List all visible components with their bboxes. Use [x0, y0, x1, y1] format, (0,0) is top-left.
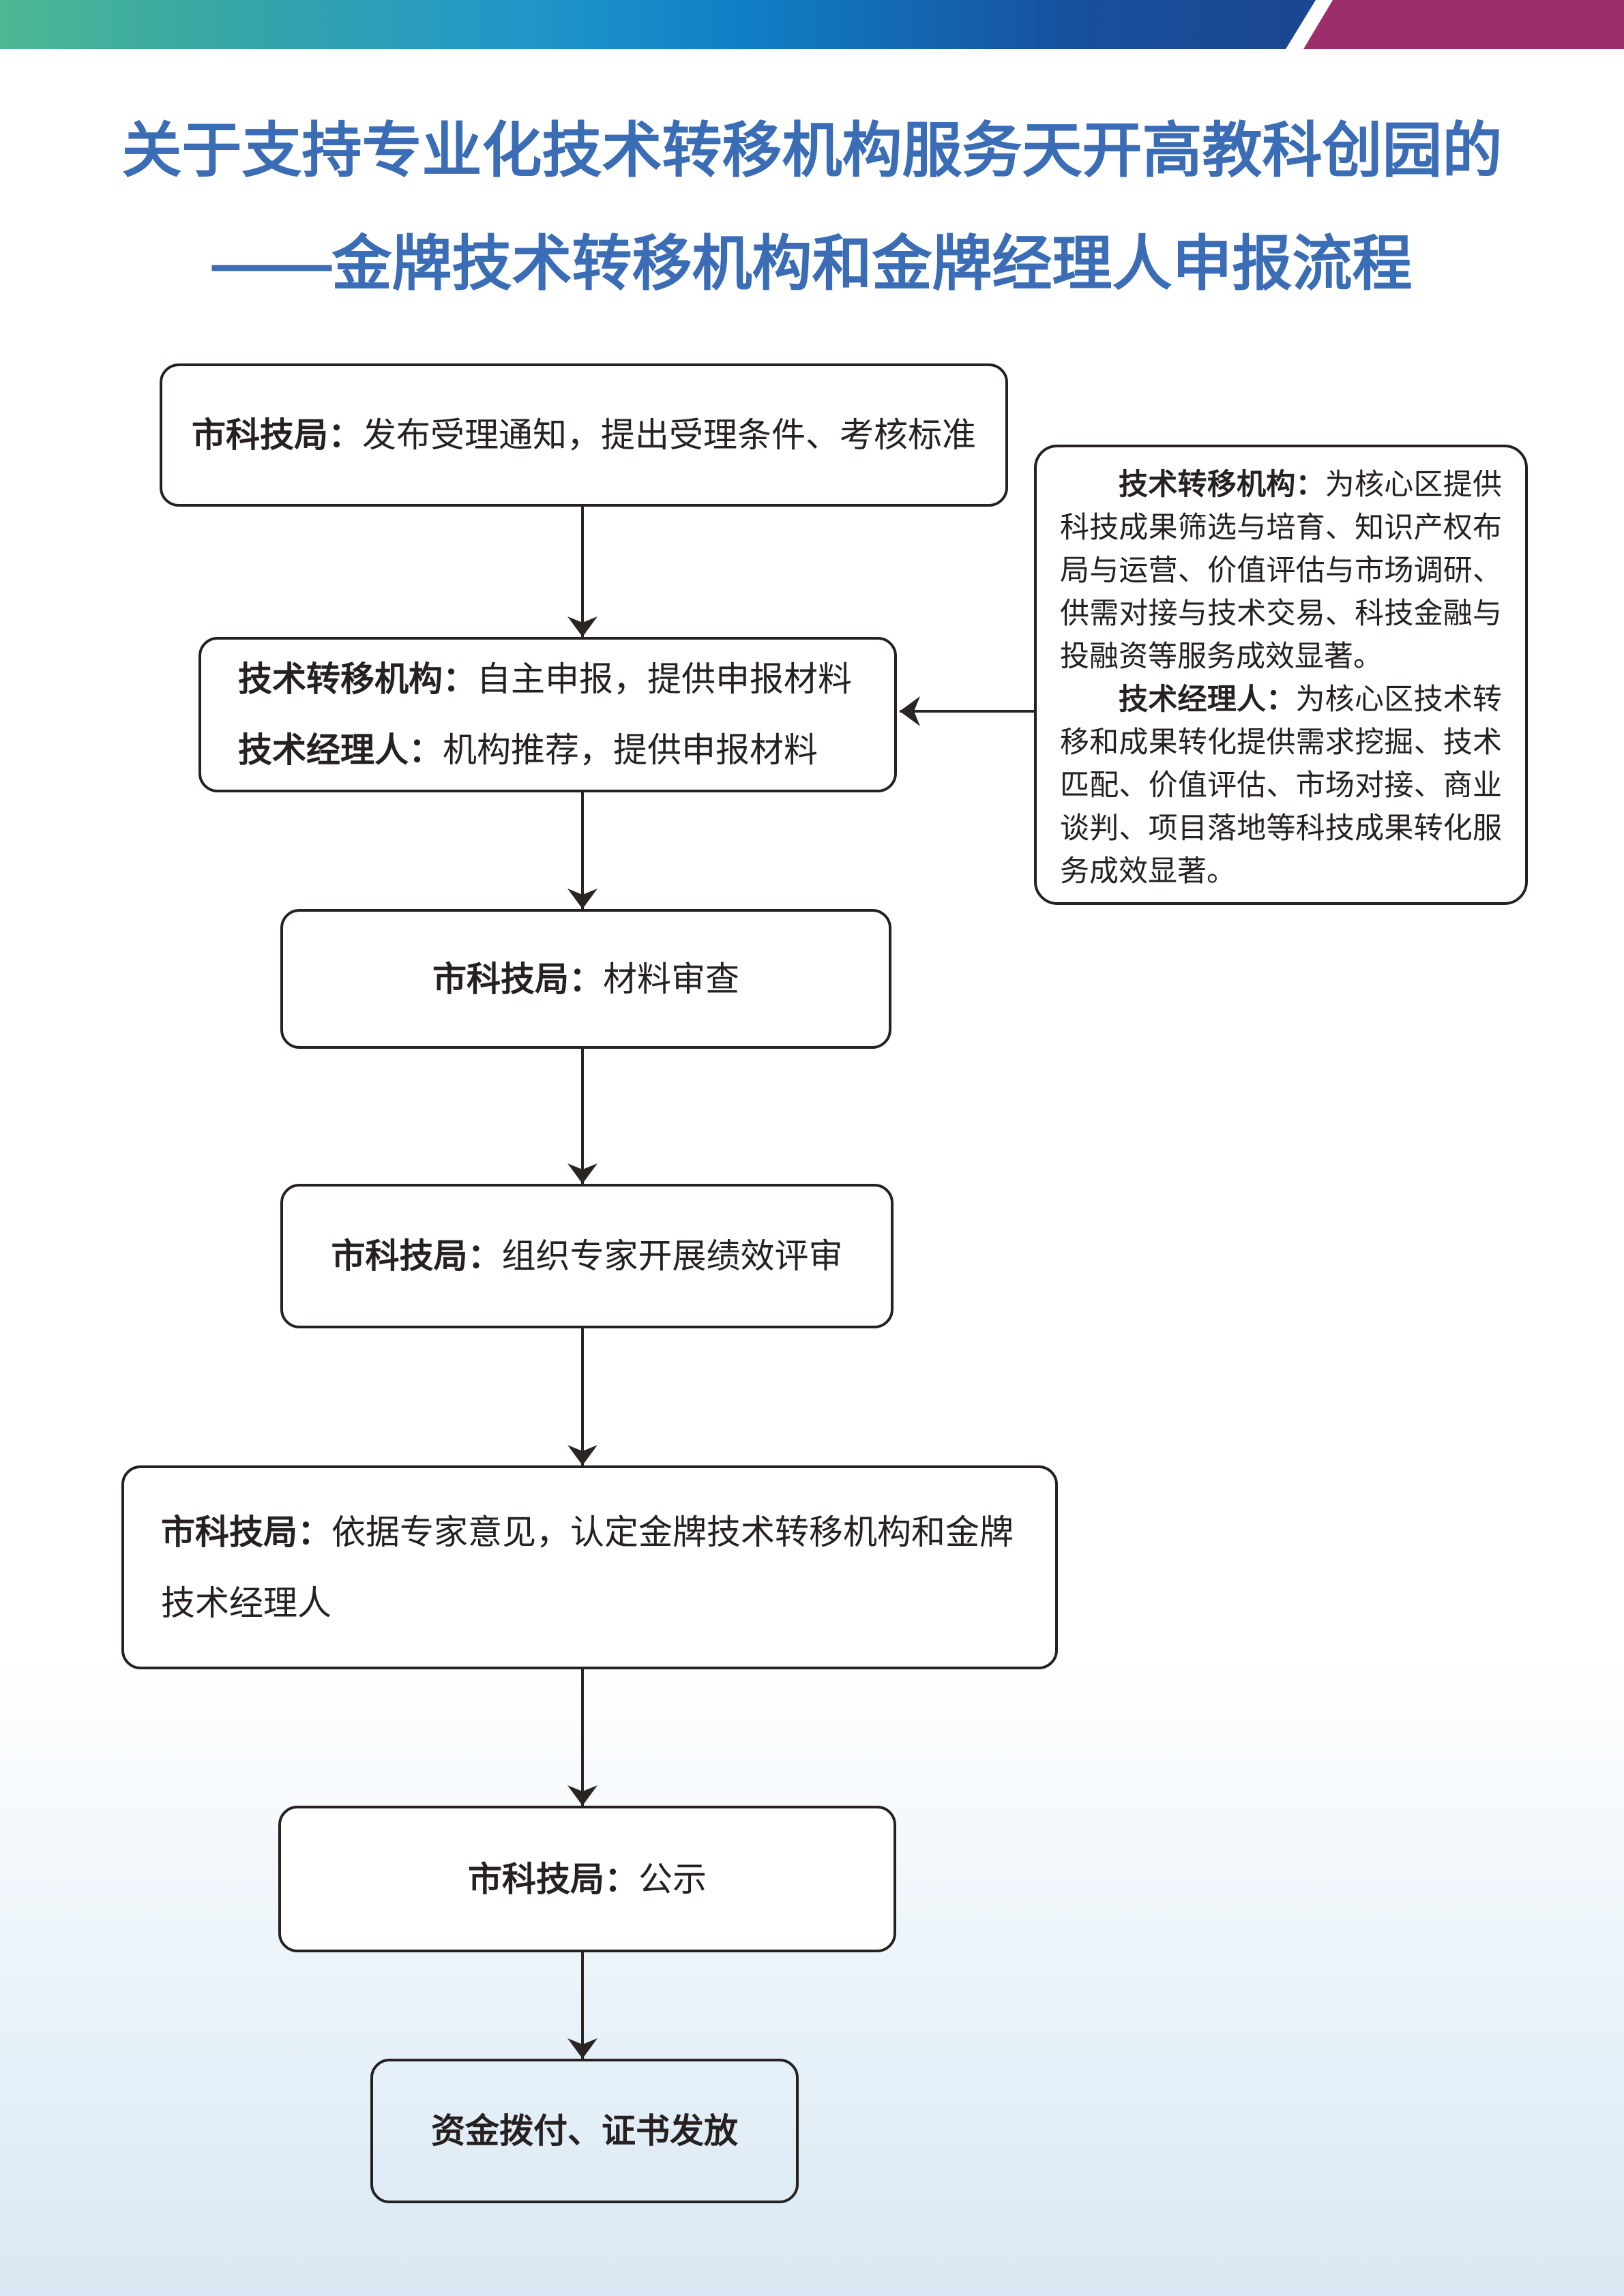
side-note-arrow-left	[900, 696, 1034, 726]
arrow-stem	[581, 1049, 584, 1184]
flow-arrow-down-1	[567, 507, 597, 637]
arrowhead-down-icon	[567, 1163, 597, 1184]
side-note-paragraph-manager: 技术经理人：为核心区技术转移和成果转化提供需求挖掘、技术匹配、价值评估、市场对接…	[1060, 683, 1502, 888]
arrowhead-left-icon	[900, 696, 920, 726]
flow-arrow-down-2	[567, 792, 597, 909]
arrowhead-down-icon	[567, 1445, 597, 1465]
flow-box-text: 市科技局：材料审查	[432, 959, 739, 998]
flow-box-certification: 市科技局：依据专家意见，认定金牌技术转移机构和金牌技术经理人	[121, 1465, 1058, 1669]
flow-arrow-down-4	[567, 1328, 597, 1465]
side-note-paragraph-agency: 技术转移机构：为核心区提供科技成果筛选与培育、知识产权布局与运营、价值评估与市场…	[1060, 468, 1502, 673]
flow-box-text: 技术转移机构：自主申报，提供申报材料	[238, 660, 852, 698]
flow-arrow-down-6	[567, 1952, 597, 2059]
banner-magenta-accent	[1303, 0, 1624, 49]
flow-box-text: 市科技局：公示	[468, 1860, 707, 1898]
top-banner	[0, 0, 1624, 49]
arrow-stem	[900, 710, 1034, 713]
banner-gradient-bar	[0, 0, 1316, 49]
flow-box-text: 市科技局：组织专家开展绩效评审	[331, 1237, 843, 1275]
flow-arrow-down-3	[567, 1049, 597, 1184]
arrowhead-down-icon	[567, 616, 597, 637]
arrowhead-down-icon	[567, 2038, 597, 2059]
flow-box-self-apply: 技术转移机构：自主申报，提供申报材料 技术经理人：机构推荐，提供申报材料	[198, 637, 897, 792]
arrowhead-down-icon	[567, 1785, 597, 1806]
arrow-stem	[581, 507, 584, 637]
flow-box-public-notice: 市科技局：公示	[278, 1806, 896, 1952]
flow-box-text: 技术经理人：机构推荐，提供申报材料	[238, 731, 818, 769]
page-title: 关于支持专业化技术转移机构服务天开高教科创园的 ——金牌技术转移机构和金牌经理人…	[0, 94, 1624, 320]
arrowhead-down-icon	[567, 889, 597, 909]
arrow-stem	[581, 792, 584, 909]
flow-box-material-review: 市科技局：材料审查	[280, 909, 891, 1049]
flow-box-publish-notice: 市科技局：发布受理通知，提出受理条件、考核标准	[160, 363, 1008, 507]
arrow-stem	[581, 1952, 584, 2059]
page-title-line1: 关于支持专业化技术转移机构服务天开高教科创园的	[121, 117, 1503, 184]
flow-box-text: 市科技局：依据专家意见，认定金牌技术转移机构和金牌技术经理人	[161, 1512, 1014, 1622]
arrow-stem	[581, 1669, 584, 1806]
flow-box-text: 资金拨付、证书发放	[431, 2112, 738, 2150]
flow-box-text: 市科技局：发布受理通知，提出受理条件、考核标准	[192, 416, 976, 454]
page-title-line2: ——金牌技术转移机构和金牌经理人申报流程	[211, 230, 1413, 297]
side-note-box: 技术转移机构：为核心区提供科技成果筛选与培育、知识产权布局与运营、价值评估与市场…	[1034, 445, 1528, 905]
arrow-stem	[581, 1328, 584, 1465]
flow-box-expert-evaluation: 市科技局：组织专家开展绩效评审	[280, 1184, 894, 1328]
flow-box-funding-certificates: 资金拨付、证书发放	[370, 2059, 799, 2203]
flow-arrow-down-5	[567, 1669, 597, 1806]
